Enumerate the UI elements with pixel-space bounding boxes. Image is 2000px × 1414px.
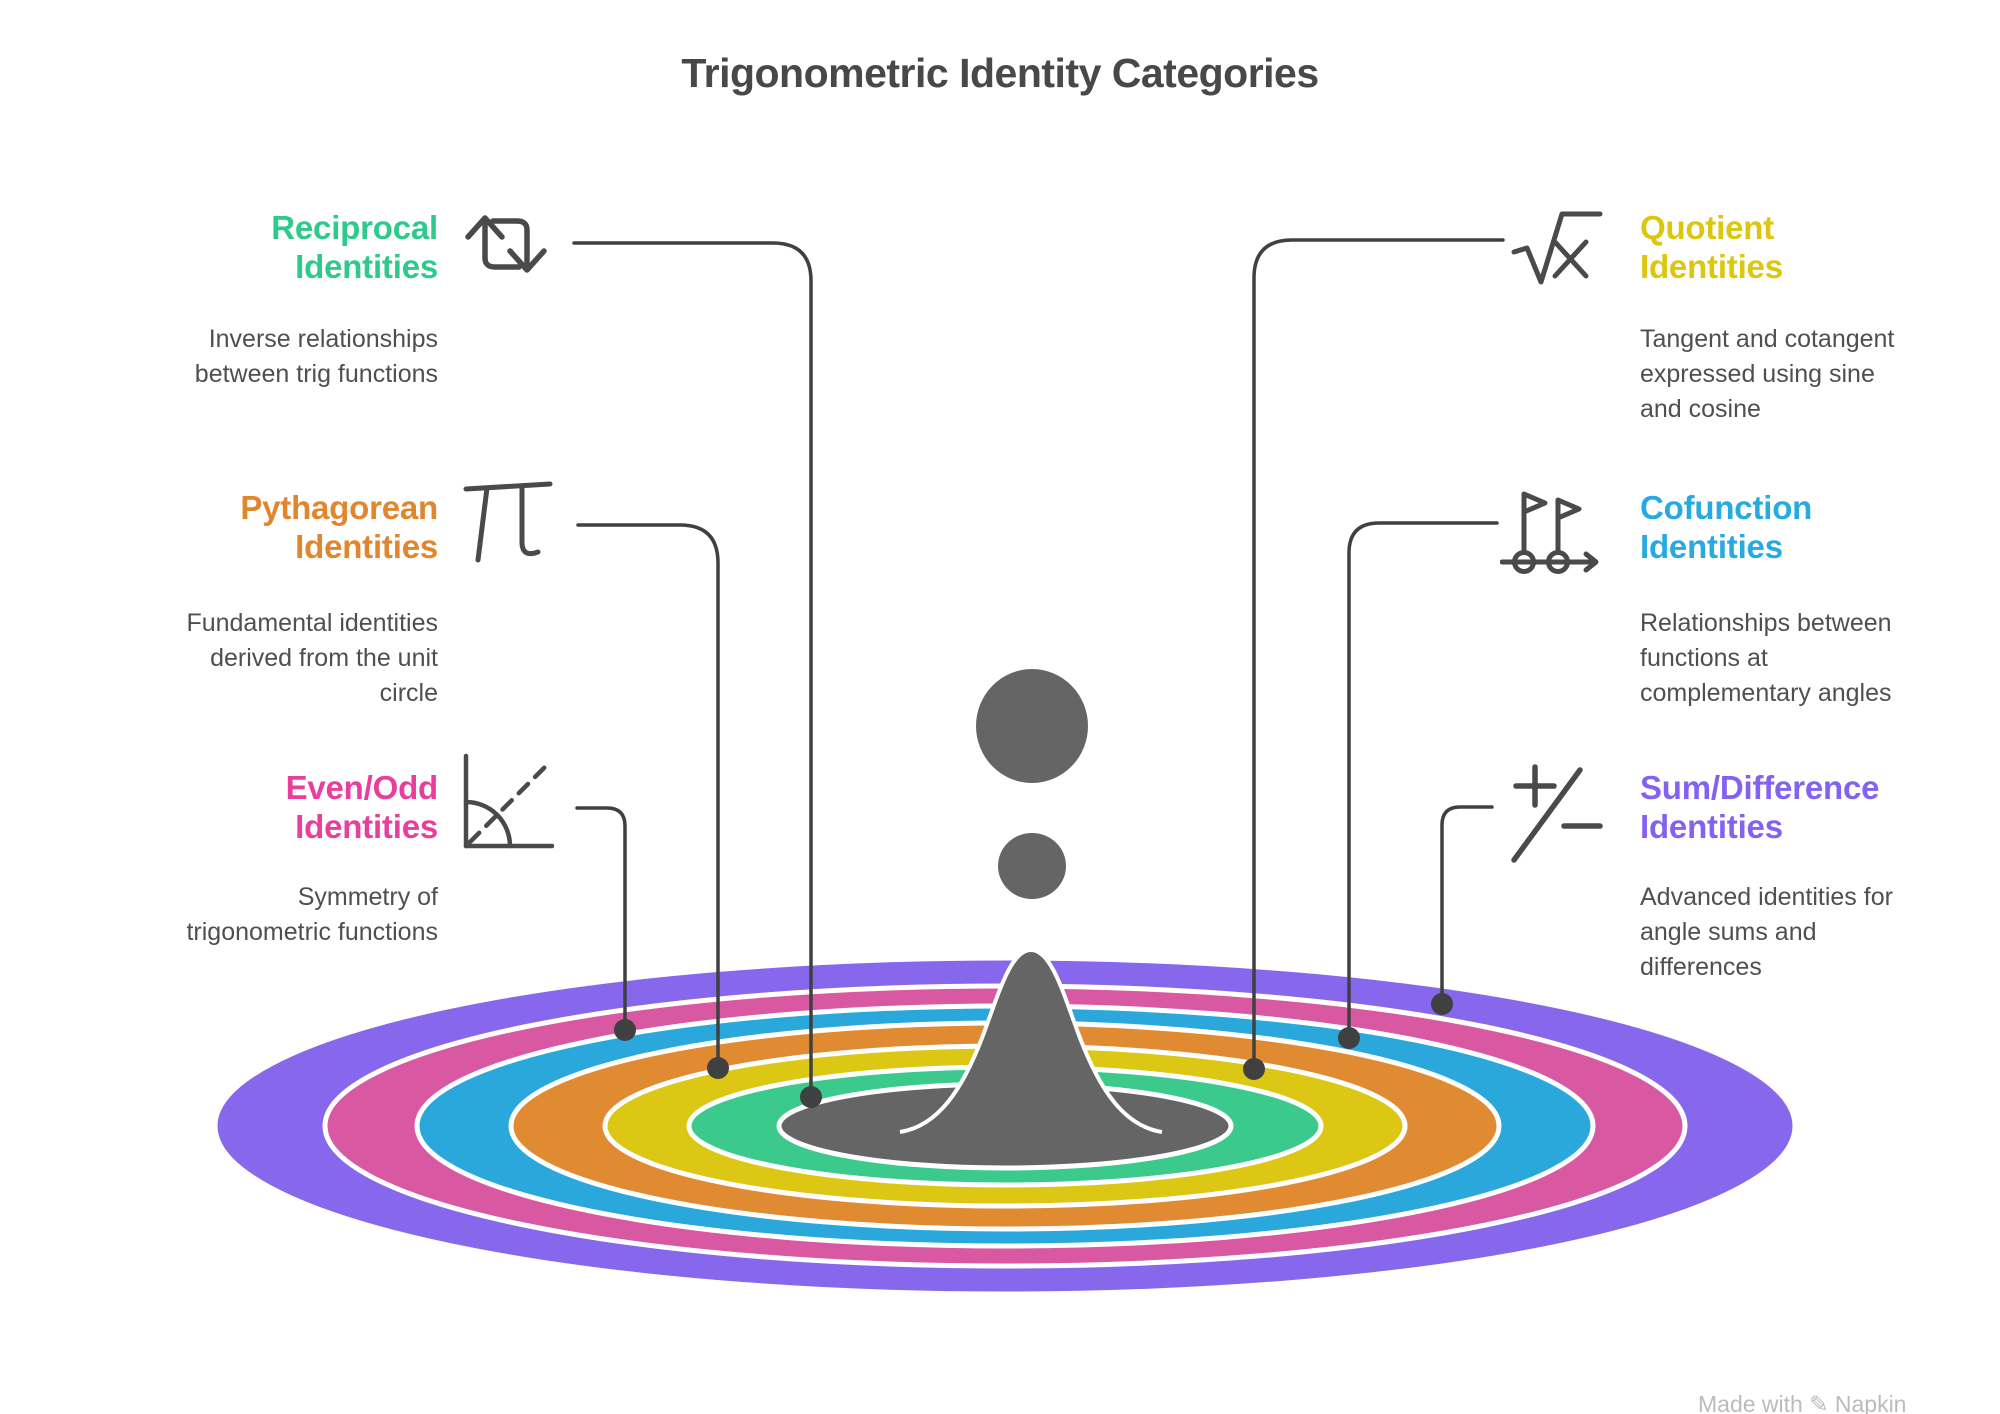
splash-droplet-small [998, 833, 1066, 899]
connector-dot-cofunction [1338, 1027, 1360, 1049]
sqrt-x-icon [1510, 206, 1604, 290]
connector-pythagorean [576, 523, 720, 1062]
loop-arrows-icon [455, 203, 557, 285]
connector-dot-sum-difference [1431, 993, 1453, 1015]
connector-reciprocal [572, 241, 813, 1091]
connector-quotient [1252, 238, 1505, 1063]
splash-column [899, 947, 1163, 1134]
connector-cofunction [1347, 521, 1499, 1032]
connector-dot-even-odd [614, 1019, 636, 1041]
connector-even-odd [575, 806, 627, 1024]
splash-droplet-large [976, 669, 1088, 783]
plus-minus-icon [1506, 754, 1610, 872]
connector-sum-difference [1440, 805, 1494, 998]
watermark: Made with ✎ Napkin [1698, 1391, 1907, 1414]
pi-symbol-icon [460, 468, 556, 572]
angle-arc-icon [452, 750, 558, 862]
connector-dot-pythagorean [707, 1057, 729, 1079]
connector-lines [572, 238, 1505, 1108]
connector-dot-reciprocal [800, 1086, 822, 1108]
connector-dot-quotient [1243, 1058, 1265, 1080]
page-title: Trigonometric Identity Categories [681, 50, 1319, 96]
milestone-flags-icon [1500, 484, 1610, 580]
